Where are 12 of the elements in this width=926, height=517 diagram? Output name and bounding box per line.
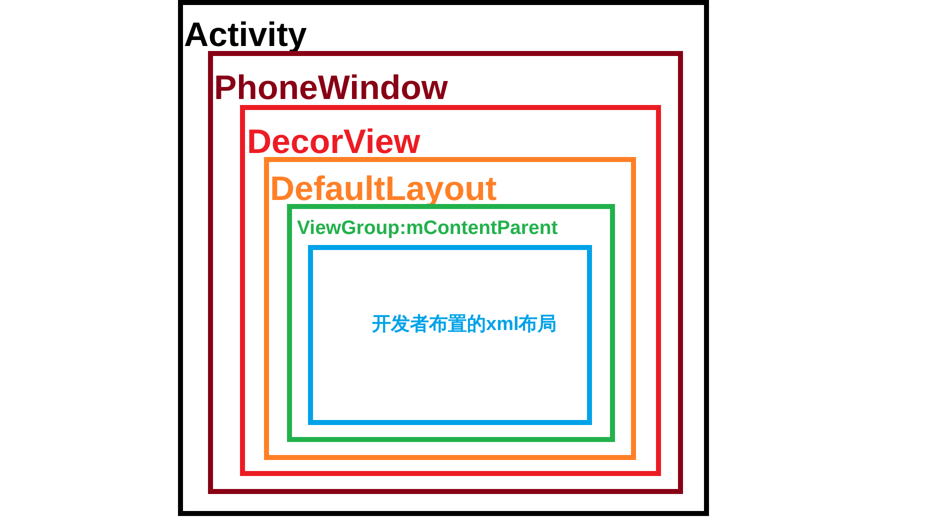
layout-box	[208, 51, 683, 494]
layout-box	[287, 204, 615, 442]
box-heading: Activity	[184, 18, 307, 52]
box-heading: DecorView	[247, 125, 420, 160]
box-heading: DefaultLayout	[270, 172, 497, 206]
box-heading: ViewGroup:mContentParent	[297, 218, 558, 238]
box-label: 开发者布置的xml布局	[372, 315, 557, 334]
layout-box	[308, 245, 592, 425]
layout-box	[240, 105, 661, 476]
box-heading: PhoneWindow	[214, 71, 448, 106]
layout-box	[264, 157, 636, 460]
layout-box	[178, 0, 709, 516]
